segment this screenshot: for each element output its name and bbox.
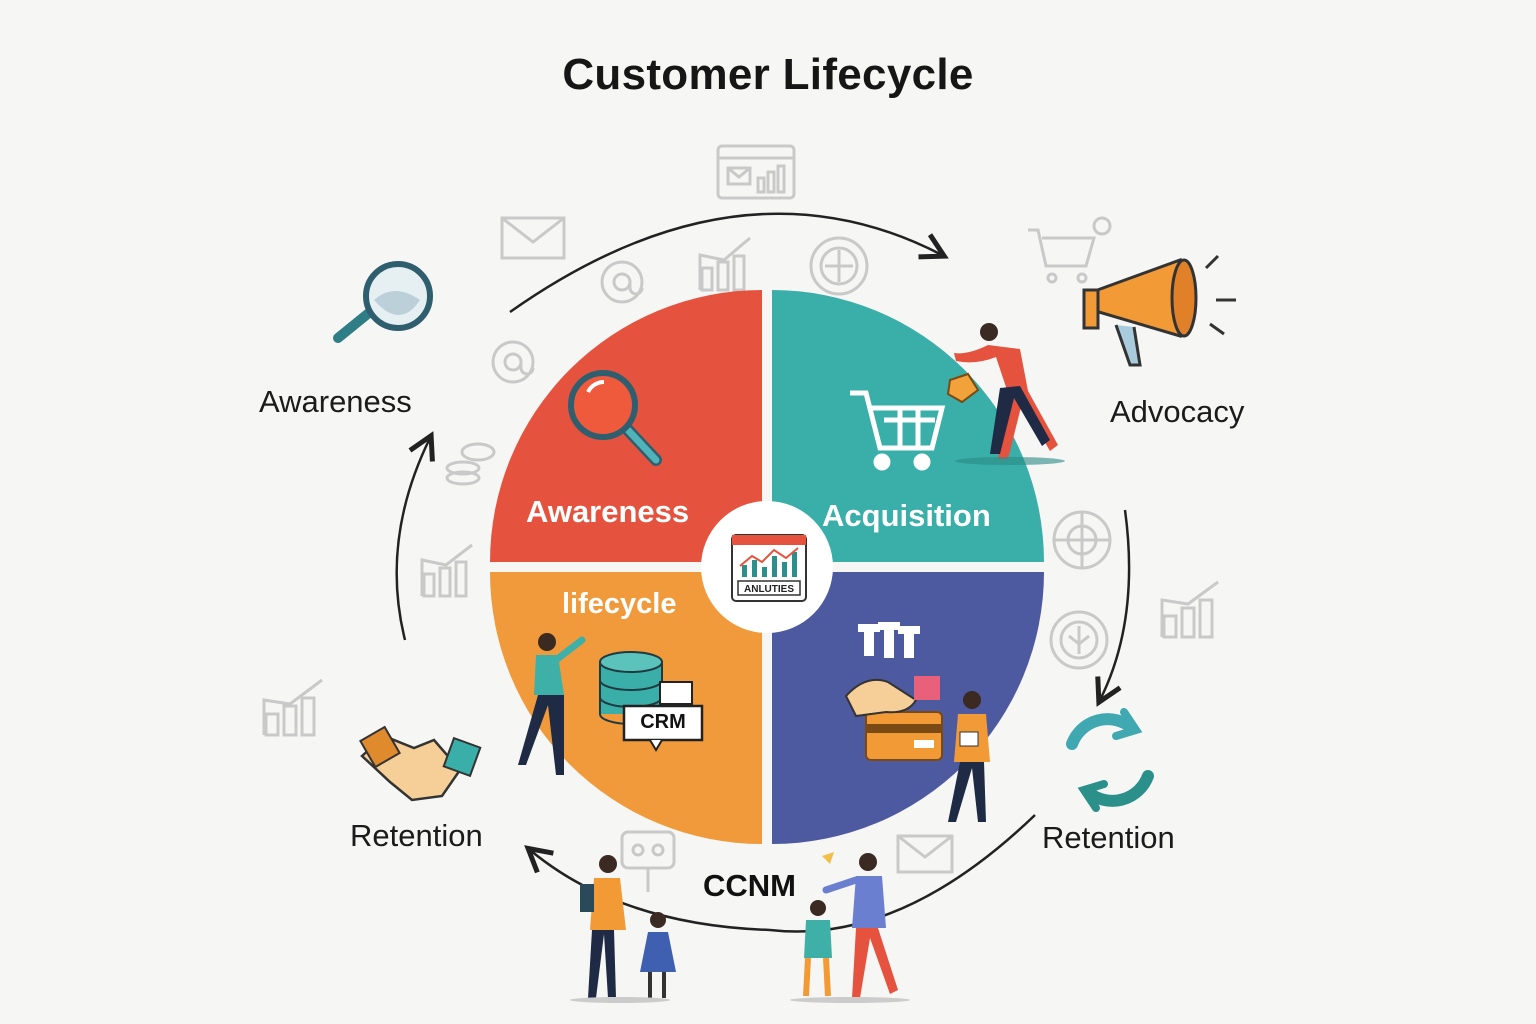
- cycle-arrows: [395, 212, 1131, 933]
- arrow-retention-to-ccnm: [769, 814, 1036, 933]
- quadrant-acquisition[interactable]: [772, 290, 1044, 562]
- magnifier-icon: [333, 261, 433, 343]
- email-icon: [896, 834, 954, 874]
- crm-label: CRM: [640, 711, 686, 733]
- quadrant-label-lifecycle: lifecycle: [562, 588, 677, 620]
- analytics-chart-icon: [731, 534, 807, 602]
- label-retention-left: Retention: [350, 818, 483, 853]
- quadrant-label-awareness: Awareness: [526, 494, 690, 529]
- person-with-box: [946, 323, 1065, 465]
- at-sign-icon: [600, 260, 644, 304]
- label-ccnm: CCNM: [703, 868, 796, 903]
- label-awareness-outer: Awareness: [259, 384, 412, 419]
- tools-icon: [858, 622, 920, 658]
- analytics-center[interactable]: [701, 501, 833, 633]
- person-with-tablet: [948, 691, 990, 822]
- gear-badge-icon: [809, 236, 869, 296]
- person-with-crm: [518, 633, 586, 775]
- label-advocacy: Advocacy: [1110, 394, 1245, 429]
- credit-card-icon: [844, 676, 943, 761]
- bar-chart-icon: [262, 678, 323, 737]
- robot-icon: [620, 830, 676, 892]
- megaphone-icon: [1082, 254, 1236, 367]
- bar-chart-icon: [698, 236, 751, 292]
- arrow-ccnm-to-retention-left: [530, 850, 771, 932]
- celebrating-people-illustration: [790, 852, 910, 1003]
- browser-analytics-icon: [716, 144, 796, 200]
- coin-stack-icon: [445, 442, 496, 486]
- shopping-cart-icon: [850, 390, 946, 471]
- magnifier-icon: [568, 370, 662, 466]
- arrow-advocacy-to-retention: [1100, 509, 1131, 700]
- database-icon: [599, 651, 704, 752]
- bar-chart-icon: [1160, 580, 1219, 639]
- label-retention-right: Retention: [1042, 820, 1175, 855]
- sync-arrows-icon: [1066, 708, 1154, 812]
- background-icons: [262, 144, 1219, 892]
- bar-chart-icon: [420, 543, 473, 598]
- shopping-cart-icon: [1028, 216, 1112, 284]
- at-sign-icon: [491, 340, 535, 384]
- target-icon: [1052, 510, 1112, 570]
- arrow-retention-to-awareness: [395, 438, 430, 641]
- handshake-icon: [359, 725, 482, 802]
- tree-badge-icon: [1049, 610, 1109, 670]
- quadrant-label-acquisition: Acquisition: [822, 498, 991, 533]
- email-icon: [500, 216, 566, 260]
- family-illustration: [570, 855, 676, 1003]
- page-title: Customer Lifecycle: [562, 50, 974, 99]
- center-analytics-label: ANLUTIES: [744, 584, 794, 595]
- arrow-awareness-to-advocacy: [509, 212, 942, 314]
